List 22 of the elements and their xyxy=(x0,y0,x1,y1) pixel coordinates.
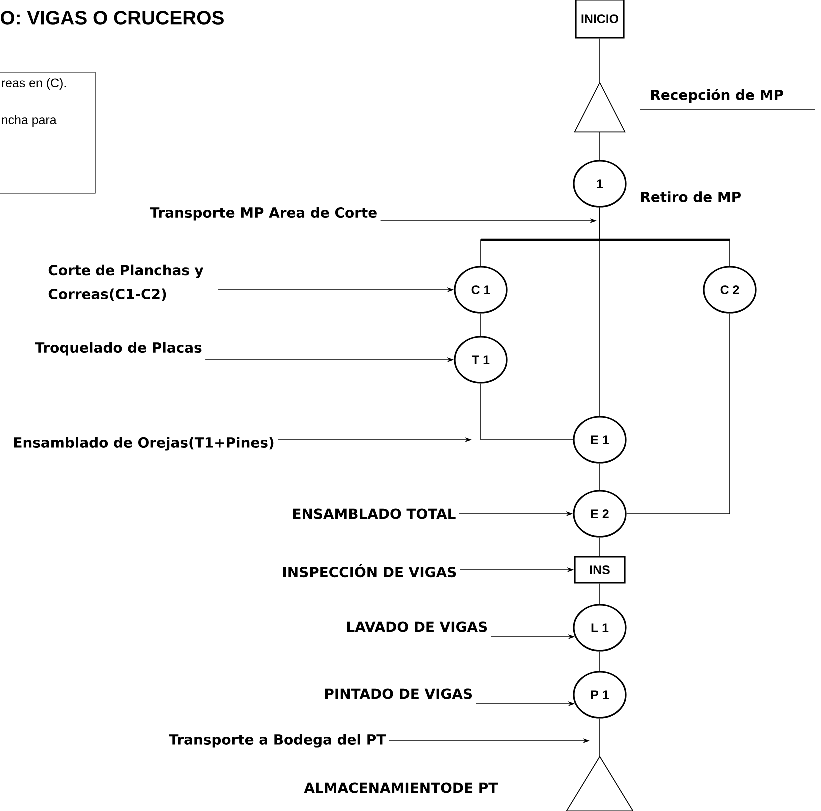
storage-triangle xyxy=(566,756,634,811)
start-box: INICIO xyxy=(575,0,625,39)
step-label: Troquelado de Placas xyxy=(35,342,202,356)
flow-line xyxy=(480,383,574,440)
step-label: PINTADO DE VIGAS xyxy=(325,688,472,700)
step-label: Ensamblado de Orejas(T1+Pines) xyxy=(14,437,274,451)
inspection-box: INS xyxy=(574,556,626,584)
split-bar xyxy=(481,238,730,242)
step-label: LAVADO DE VIGAS xyxy=(347,622,488,632)
step-label: Retiro de MP xyxy=(641,192,741,202)
step-label: Recepción de MP xyxy=(640,88,816,110)
step-label: Transporte a Bodega del PT xyxy=(169,734,386,748)
step-label: ENSAMBLADO TOTAL xyxy=(293,508,456,520)
step-label: Corte de Planchas y Correas(C1-C2) xyxy=(48,264,204,302)
storage-triangle xyxy=(574,82,626,133)
flow-line xyxy=(480,313,482,337)
flow-line xyxy=(626,313,730,514)
title: O: VIGAS O CRUCEROS xyxy=(1,11,224,25)
step-label: Transporte MP Area de Corte xyxy=(150,207,377,221)
note-box: reas en (C). ncha para xyxy=(0,72,96,194)
step-label: INSPECCIÓN DE VIGAS xyxy=(283,564,456,578)
step-label: ALMACENAMIENTODE PT xyxy=(304,782,498,794)
